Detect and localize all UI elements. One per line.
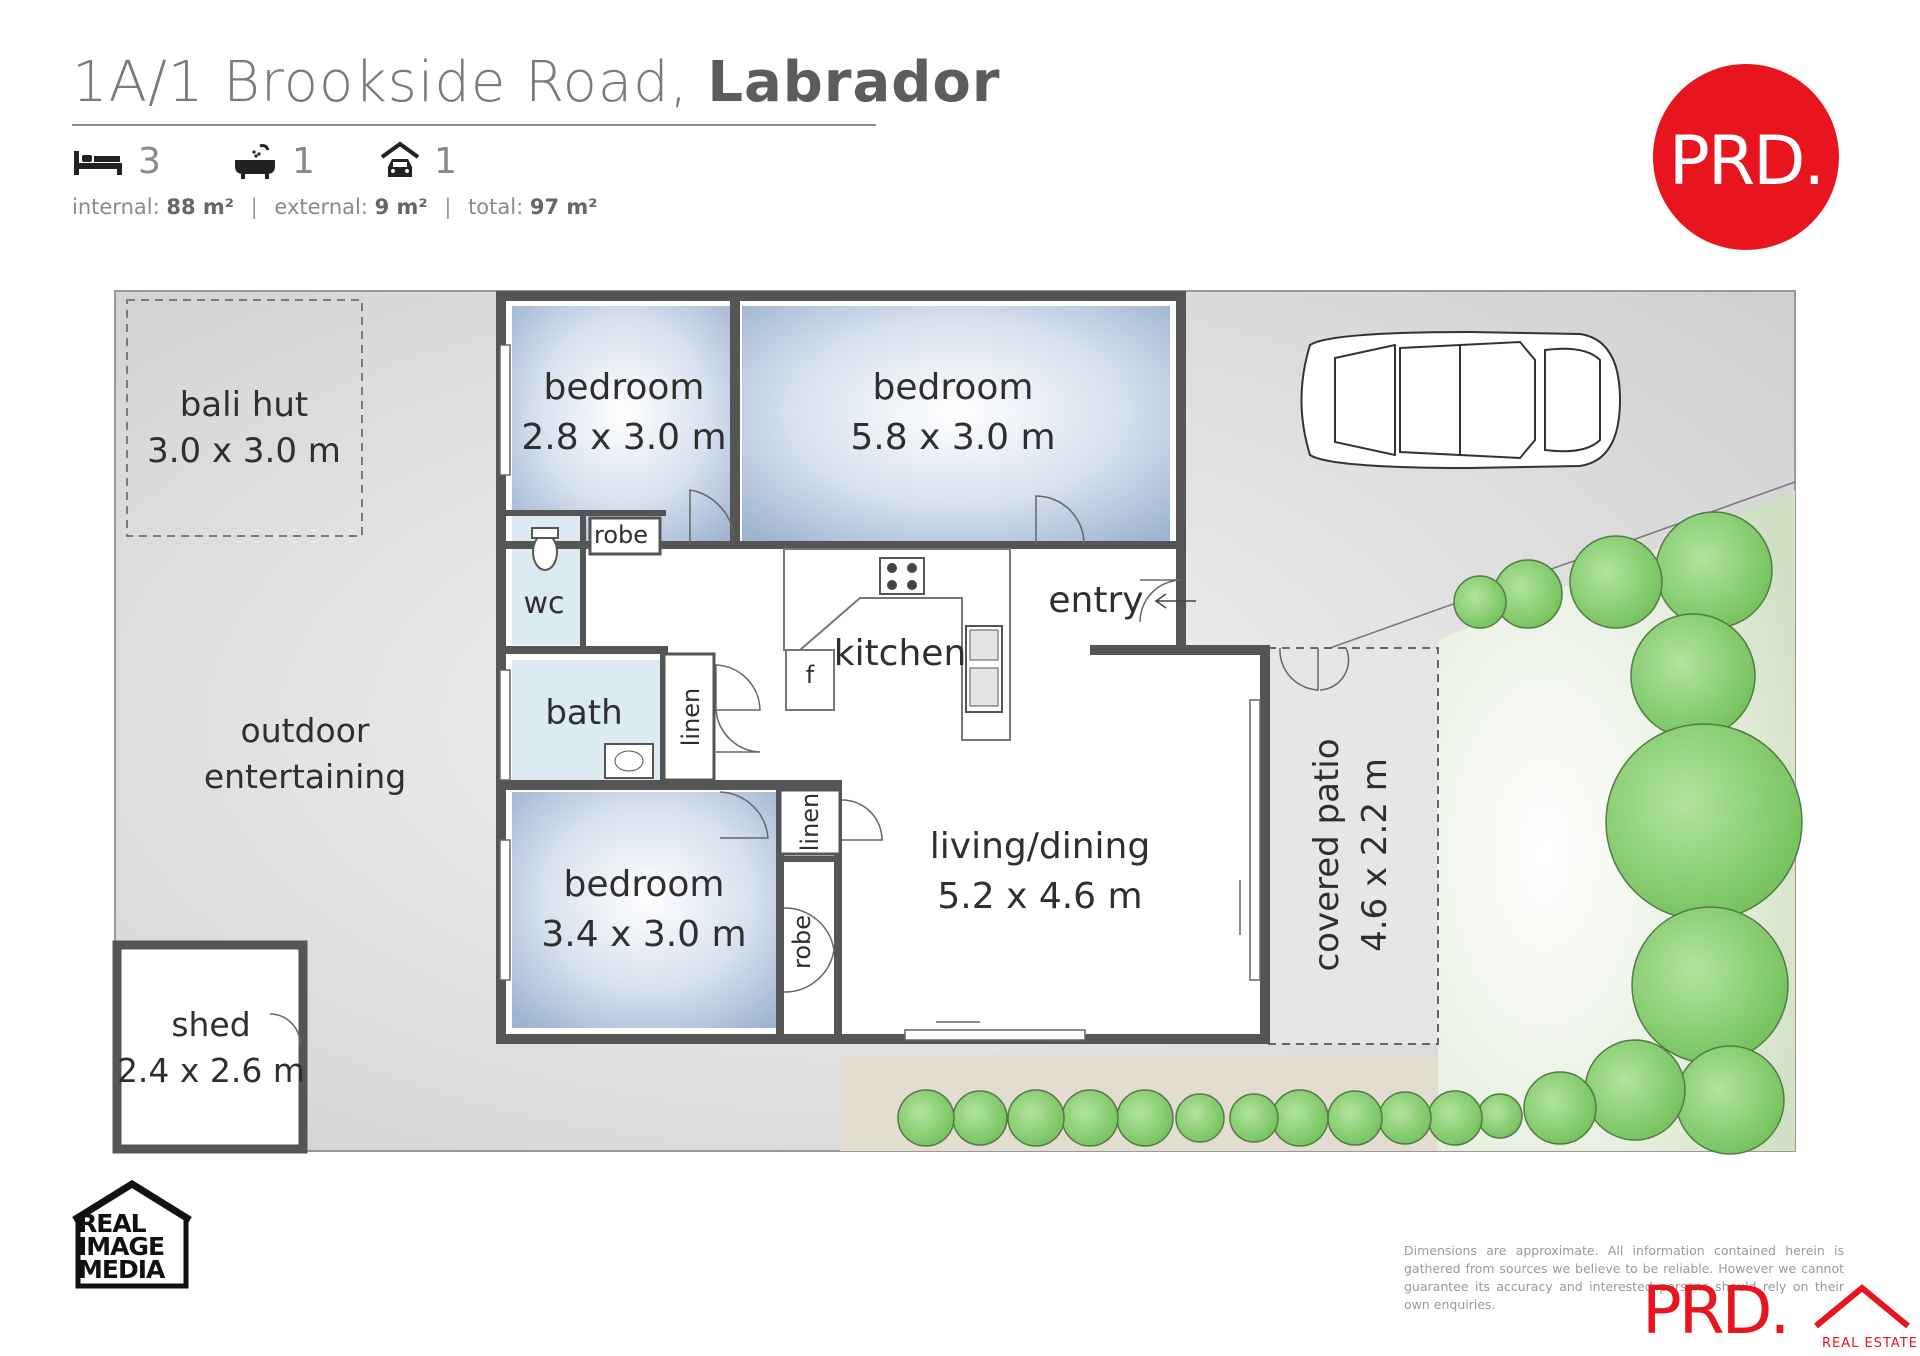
- roof-icon: [1814, 1284, 1910, 1329]
- bali-hut-dims: 3.0 x 3.0 m: [147, 431, 341, 471]
- robe-1-label: robe: [594, 521, 648, 549]
- sliding-doors: [499, 344, 1261, 1041]
- prd-bottom-logo: PRD.: [1642, 1272, 1790, 1349]
- walls: [496, 291, 1270, 1044]
- car-icon: [1300, 330, 1622, 470]
- area-separator: |: [444, 195, 452, 219]
- wc-label: wc: [523, 586, 564, 621]
- car-count: 1: [380, 138, 457, 184]
- photographer-logo-icon: [72, 1180, 192, 1289]
- entry-arrow-icon: [1154, 593, 1196, 609]
- property-address: 1A/1 Brookside Road, Labrador: [72, 50, 1000, 115]
- cooktop: [879, 557, 925, 595]
- robe-1: [588, 516, 662, 556]
- bali-hut-name: bali hut: [180, 385, 309, 425]
- bathtub-icon: [232, 142, 278, 180]
- external-label: external:: [274, 195, 368, 219]
- covered-patio-area: [1267, 647, 1439, 1045]
- garage-car-icon: [380, 141, 420, 181]
- bedroom-2-name: bedroom: [873, 367, 1034, 408]
- outdoor-label-1: outdoor: [241, 711, 370, 750]
- internal-value: 88 m²: [166, 195, 234, 219]
- bath-label: bath: [545, 693, 622, 733]
- bali-hut-outline: [126, 299, 363, 537]
- shed-building: [112, 940, 308, 1154]
- bed-count: 3: [138, 140, 161, 182]
- bed-icon: [72, 145, 124, 177]
- robe-2-label: robe: [788, 915, 816, 969]
- suburb-name: Labrador: [707, 50, 1001, 115]
- photographer-logo-text: REAL IMAGE MEDIA: [78, 1209, 165, 1284]
- title-divider: [72, 124, 876, 126]
- bedroom-1-dims: 2.8 x 3.0 m: [521, 417, 726, 458]
- linen-2-label: linen: [796, 793, 824, 852]
- living-dims: 5.2 x 4.6 m: [937, 876, 1142, 917]
- internal-label: internal:: [72, 195, 160, 219]
- car-count-value: 1: [434, 140, 457, 182]
- entry-label: entry: [1048, 580, 1143, 621]
- bathroom-count: 1: [232, 138, 315, 184]
- disclaimer-text: Dimensions are approximate. All informat…: [1404, 1243, 1844, 1312]
- kitchen-bench: [783, 548, 1011, 741]
- bedroom-2-floor: [742, 306, 1170, 544]
- linen-2: [778, 788, 842, 856]
- total-label: total:: [468, 195, 524, 219]
- prd-logo-text: PRD.: [1668, 122, 1825, 201]
- prd-logo-circle: PRD.: [1653, 64, 1839, 250]
- fridge-label: f: [806, 661, 815, 689]
- patio-dims: 4.6 x 2.2 m: [1355, 758, 1395, 952]
- trees: [897, 511, 1803, 1155]
- bath-count: 1: [292, 140, 315, 182]
- external-value: 9 m²: [374, 195, 428, 219]
- bedroom-3-dims: 3.4 x 3.0 m: [541, 914, 746, 955]
- room-labels: bali hut 3.0 x 3.0 m bedroom 2.8 x 3.0 m…: [117, 367, 1395, 1090]
- shed-dims: 2.4 x 2.6 m: [117, 1051, 305, 1090]
- living-name: living/dining: [930, 826, 1150, 867]
- patio-name: covered patio: [1307, 738, 1347, 971]
- bedroom-3-name: bedroom: [564, 864, 725, 905]
- fridge: [785, 649, 835, 711]
- street-address: 1A/1 Brookside Road,: [72, 50, 689, 115]
- bedroom-2-dims: 5.8 x 3.0 m: [850, 417, 1055, 458]
- outdoor-label-2: entertaining: [204, 757, 406, 796]
- area-summary: internal: 88 m² | external: 9 m² | total…: [72, 195, 598, 219]
- bedroom-1-floor: [512, 306, 735, 544]
- door-swings: [269, 489, 1350, 1045]
- shed-name: shed: [171, 1005, 250, 1044]
- total-value: 97 m²: [529, 195, 598, 219]
- prd-tagline: REAL ESTATE: [1822, 1336, 1918, 1351]
- linen-1-label: linen: [677, 688, 705, 747]
- linen-1: [662, 652, 716, 782]
- bedroom-count: 3: [72, 138, 161, 184]
- area-separator: |: [250, 195, 258, 219]
- toilet-icon: [532, 533, 558, 571]
- kitchen-label: kitchen: [834, 633, 967, 674]
- bedroom-3-floor: [512, 792, 783, 1028]
- bedroom-1-name: bedroom: [544, 367, 705, 408]
